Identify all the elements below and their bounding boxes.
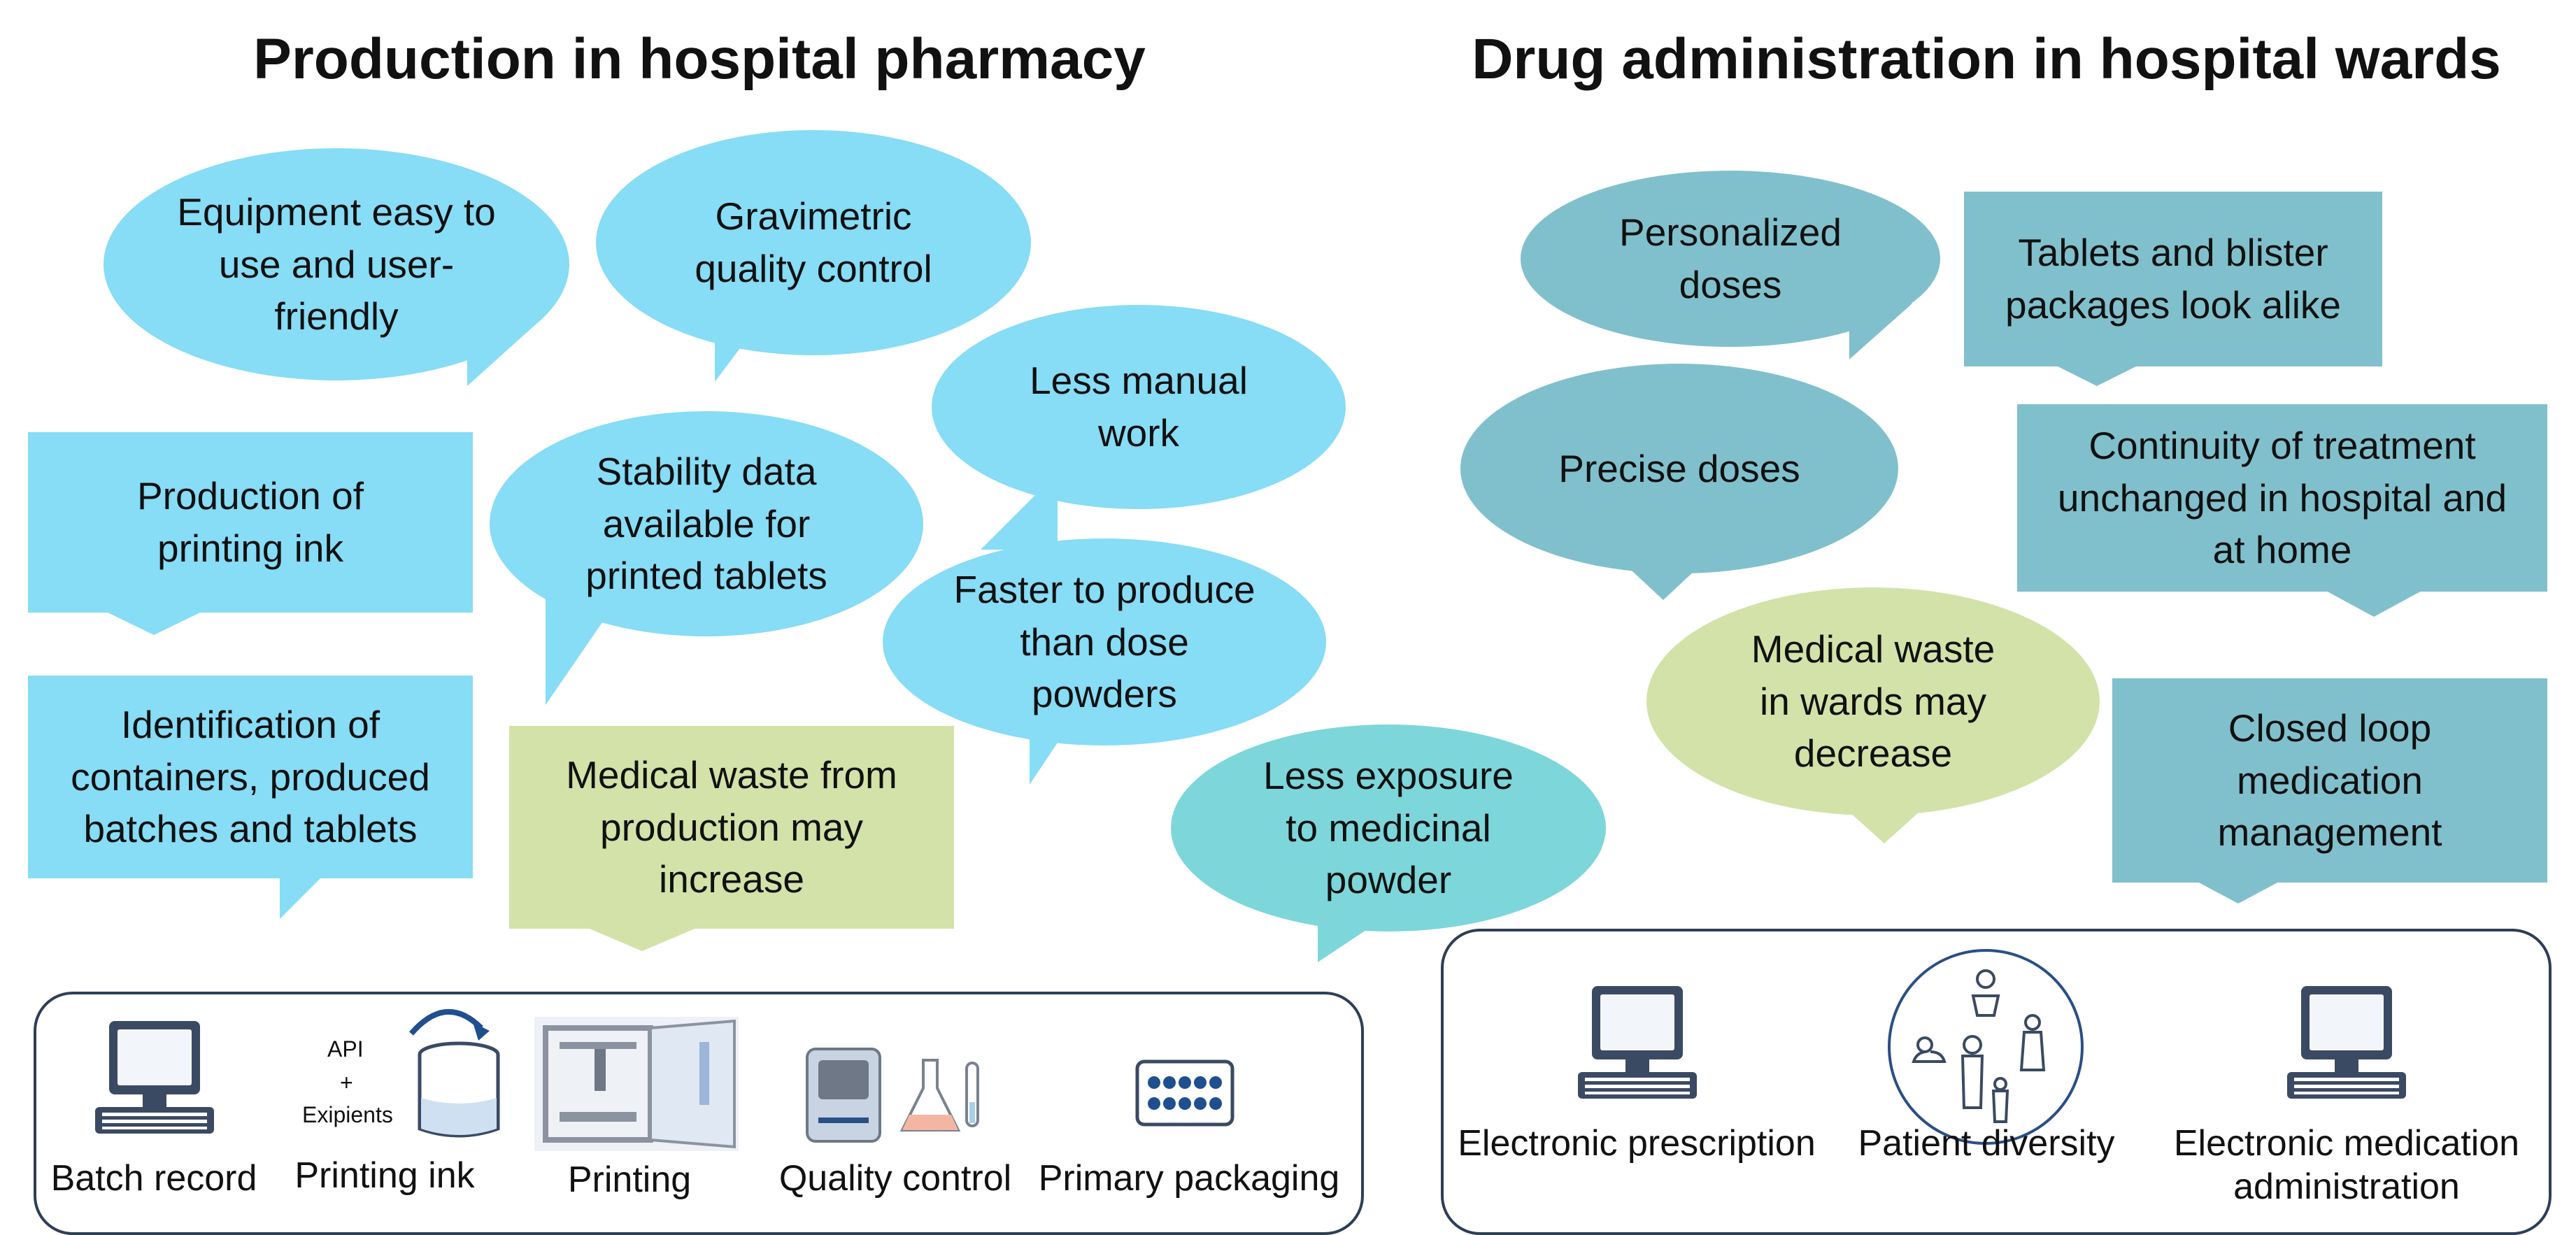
label-e-prescription: Electronic prescription (1458, 1123, 1816, 1164)
bubble-medical-waste-production: Medical waste from production may increa… (509, 726, 954, 951)
bubble-production-printing-ink: Production of printing ink (28, 432, 473, 635)
computer-icon (95, 1021, 214, 1134)
bubble-less-exposure: Less exposure to medicinal powder (1171, 724, 1606, 962)
bubble-precise-doses: Precise doses (1460, 364, 1898, 600)
bubble-gravimetric-quality-control: Gravimetric quality control (596, 130, 1031, 382)
computer-icon (2287, 986, 2406, 1099)
label-quality-control: Quality control (778, 1158, 1012, 1199)
patient-diversity-icon (1888, 949, 2084, 1145)
label-primary-packaging: Primary packaging (1038, 1158, 1340, 1199)
ward-patient-diversity (1886, 947, 2086, 1147)
ward-e-prescription (1578, 979, 1697, 1105)
plus-label: + (340, 1070, 353, 1095)
bubble-less-manual-work: Less manual work (932, 305, 1346, 550)
blister-pack-icon (1135, 1059, 1234, 1127)
label-printing-ink: Printing ink (294, 1155, 475, 1196)
title-production-hospital-pharmacy: Production in hospital pharmacy (253, 27, 1146, 91)
process-batch-record (95, 1014, 214, 1140)
exipients-label: Exipients (302, 1102, 393, 1127)
label-batch-record: Batch record (50, 1158, 257, 1199)
bubble-equipment-easy: Equipment easy to use and user-friendly (104, 148, 569, 386)
bubble-medical-waste-wards: Medical waste in wards may decrease (1646, 587, 2100, 843)
3d-printer-icon (534, 1017, 739, 1151)
label-e-administration: Electronic medication administration (2173, 1123, 2520, 1208)
bubble-faster-to-produce: Faster to produce than dose powders (883, 538, 1326, 785)
title-drug-administration-wards: Drug administration in hospital wards (1472, 27, 2501, 91)
process-quality-control (804, 1039, 986, 1144)
bubble-tablets-look-alike: Tablets and blister packages look alike (1964, 192, 2382, 386)
bubble-personalized-doses: Personalized doses (1521, 171, 1940, 359)
beaker-icon (408, 1009, 500, 1138)
bubble-closed-loop-medication: Closed loop medication management (2112, 678, 2547, 904)
process-printing (532, 1014, 741, 1154)
process-printing-ink: API + Exipients (294, 1000, 504, 1154)
bubble-identification: Identification of containers, produced b… (28, 676, 473, 919)
api-label: API (327, 1036, 364, 1062)
label-patient-diversity: Patient diversity (1858, 1123, 2115, 1164)
balance-flask-icon (806, 1048, 979, 1143)
ward-e-administration (2287, 979, 2406, 1105)
label-printing: Printing (567, 1159, 692, 1200)
bubble-continuity-of-treatment: Continuity of treatment unchanged in hos… (2017, 404, 2547, 617)
computer-icon (1578, 986, 1697, 1099)
process-primary-packaging (1134, 1059, 1235, 1129)
bubble-stability-data: Stability data available for printed tab… (490, 411, 923, 705)
